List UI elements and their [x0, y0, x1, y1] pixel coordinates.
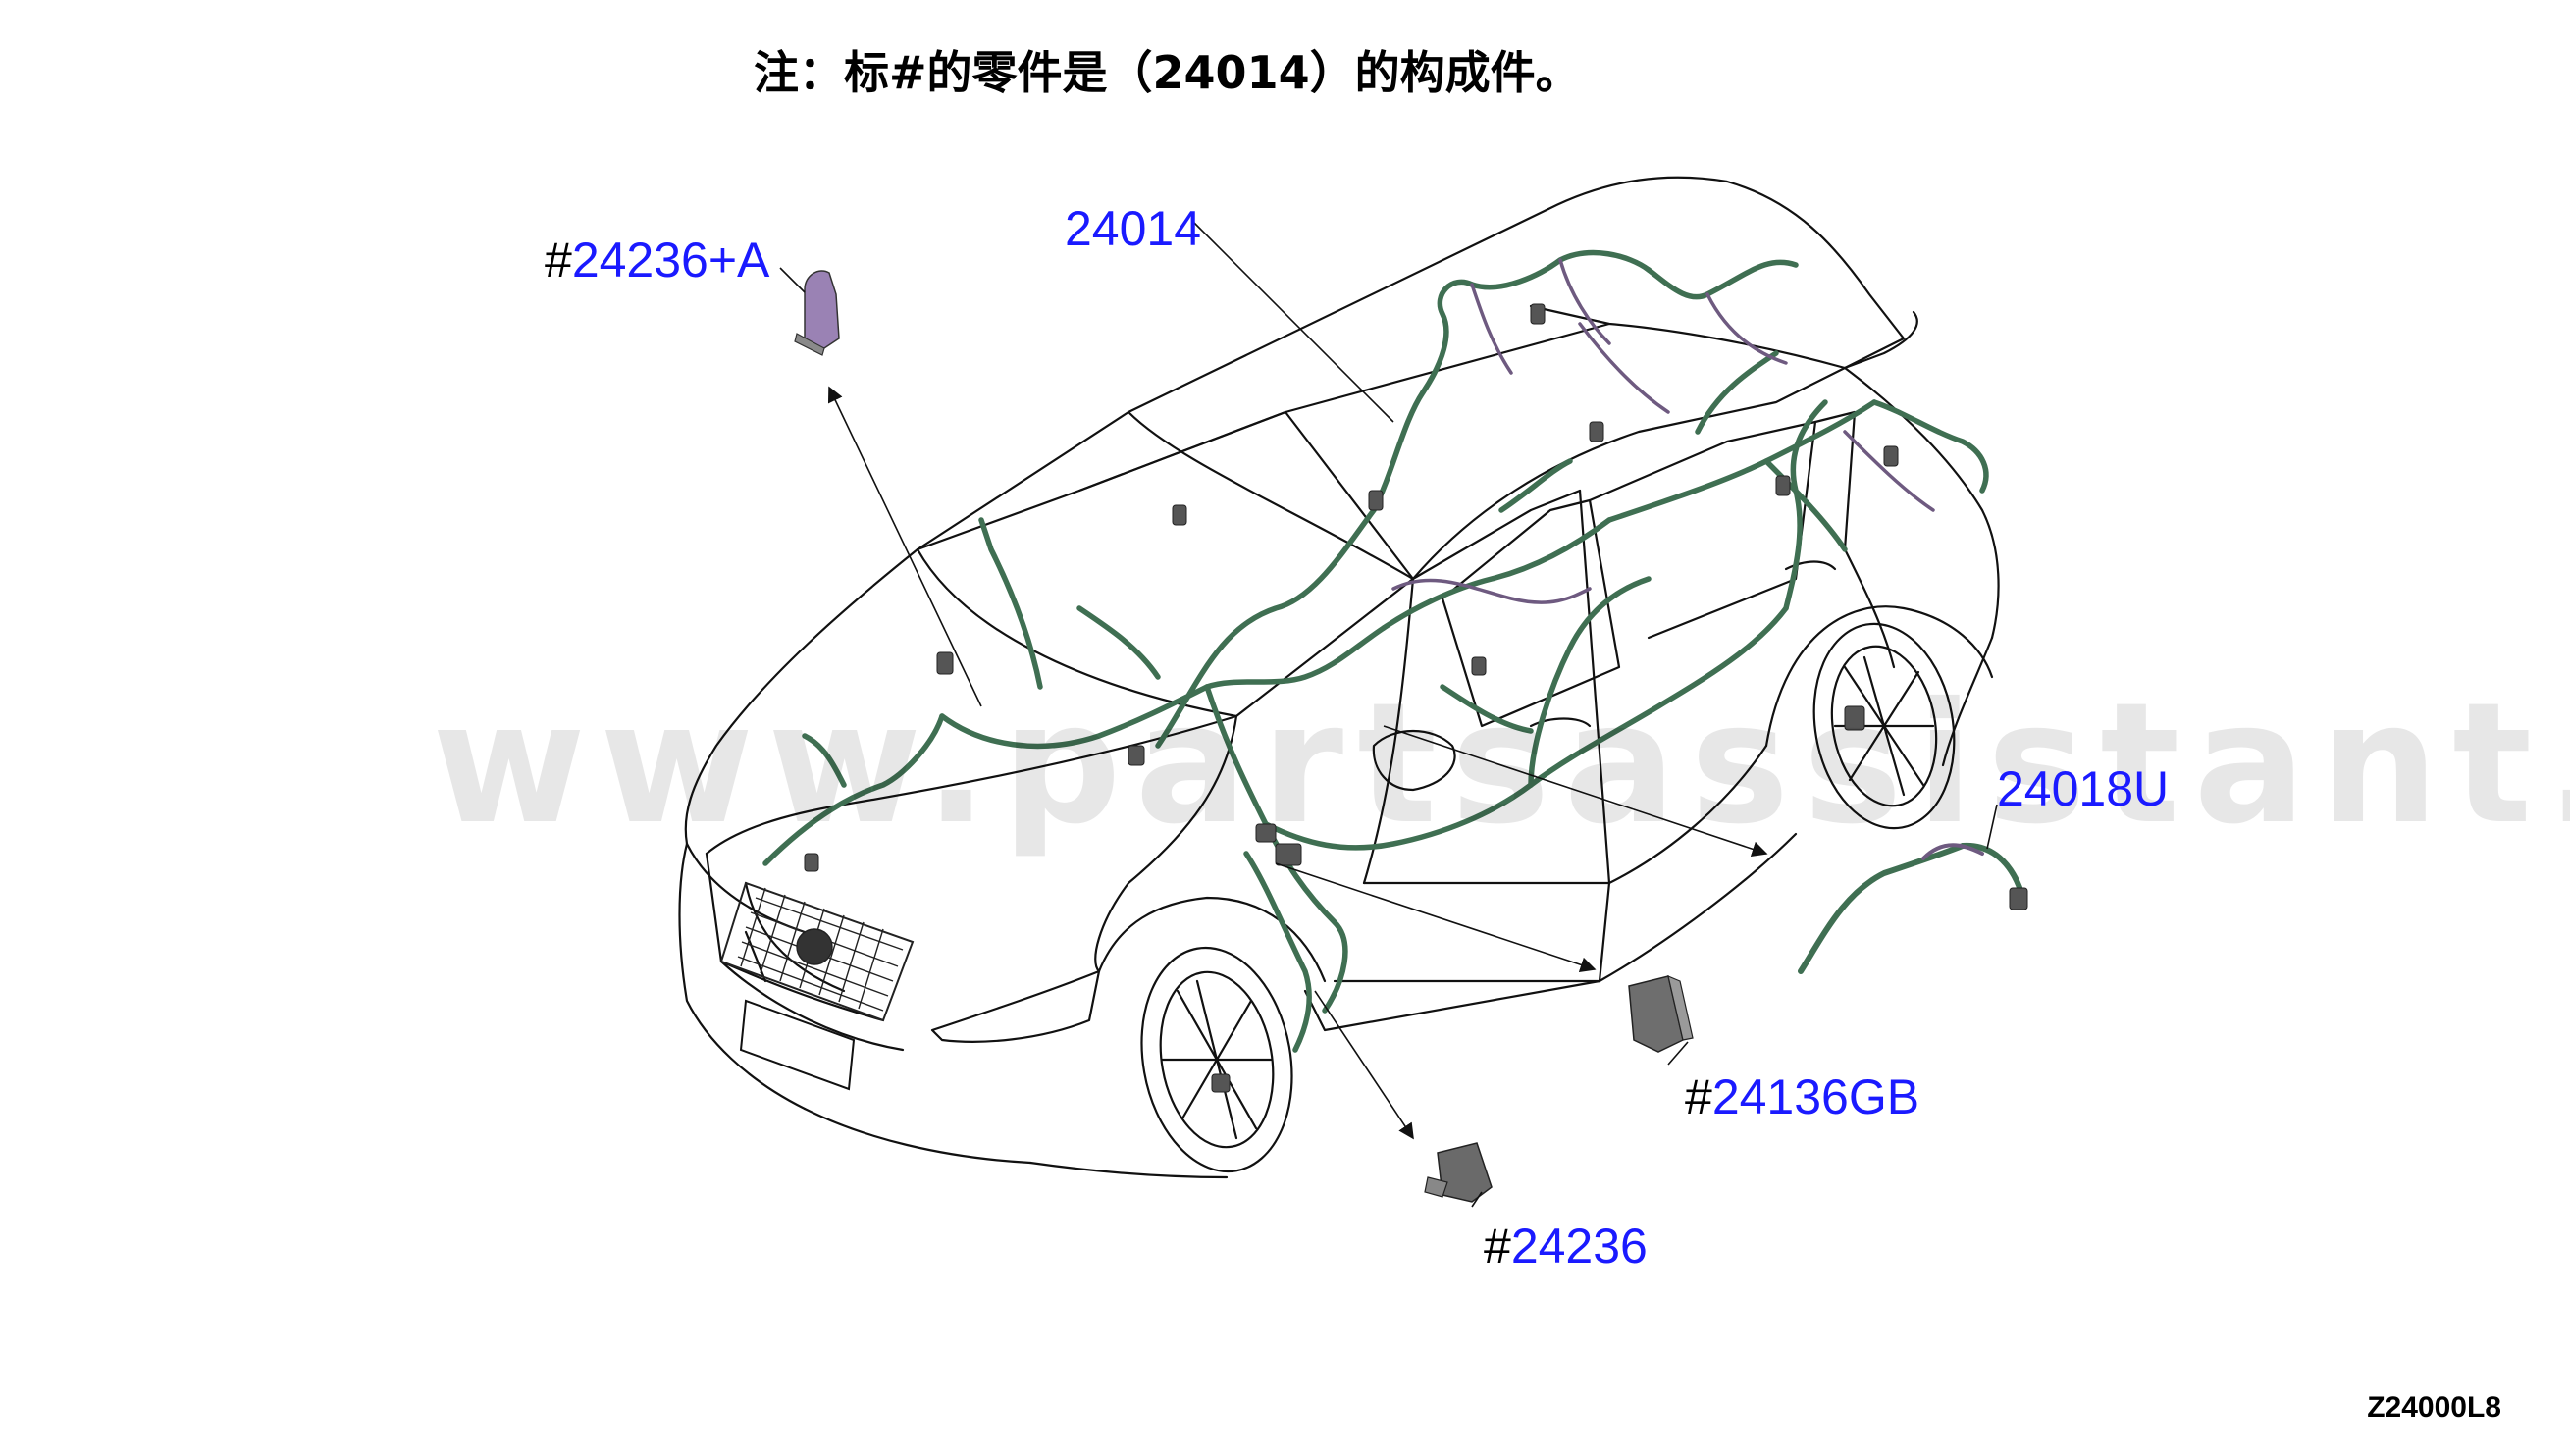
- bracket-24236-part: [1424, 1142, 1493, 1203]
- callout-24014[interactable]: 24014: [1065, 204, 1201, 253]
- leader-24018u: [1383, 725, 1768, 858]
- leader-24136gb: [1275, 862, 1597, 973]
- wiring-harness-24014: [762, 249, 1989, 1053]
- callout-hash: #: [1484, 1219, 1511, 1274]
- callout-number: 24014: [1065, 201, 1202, 256]
- cable-24018u-part: [1798, 842, 2028, 974]
- callout-24236[interactable]: #24236: [1484, 1222, 1648, 1271]
- callout-hash: #: [1685, 1069, 1712, 1124]
- callout-number: 24136GB: [1711, 1069, 1920, 1124]
- callout-24018u[interactable]: 24018U: [1997, 764, 2169, 813]
- leader-24236: [1314, 990, 1414, 1140]
- wiring-harness-purple-branches: [1391, 258, 1935, 604]
- license-plate: [739, 999, 856, 1091]
- module-24136gb-part: [1628, 974, 1694, 1053]
- leader-24236-tip: [1471, 1191, 1483, 1208]
- leader-24236-a-tip: [779, 267, 806, 293]
- leader-24136gb-tip: [1667, 1041, 1689, 1066]
- bracket-24236-a-part: [794, 270, 840, 356]
- diagram-code: Z24000L8: [2367, 1391, 2501, 1424]
- leader-24014: [1191, 220, 1394, 423]
- callout-hash: #: [545, 233, 572, 287]
- callout-24236-a[interactable]: #24236+A: [545, 235, 769, 285]
- callout-24136gb[interactable]: #24136GB: [1685, 1072, 1919, 1121]
- leader-lines: [779, 220, 1998, 1208]
- leader-24236-a: [827, 386, 982, 707]
- front-grille: [719, 881, 915, 1022]
- leader-24018u-tip: [1986, 804, 1998, 850]
- callout-number: 24236+A: [571, 233, 770, 287]
- diagram-note: 注：标#的零件是（24014）的构成件。: [754, 46, 1581, 99]
- harness-connectors: [804, 303, 1899, 1093]
- callout-number: 24236: [1510, 1219, 1648, 1274]
- watermark: www.partsassistant.com: [432, 667, 2570, 861]
- callout-number: 24018U: [1997, 761, 2170, 816]
